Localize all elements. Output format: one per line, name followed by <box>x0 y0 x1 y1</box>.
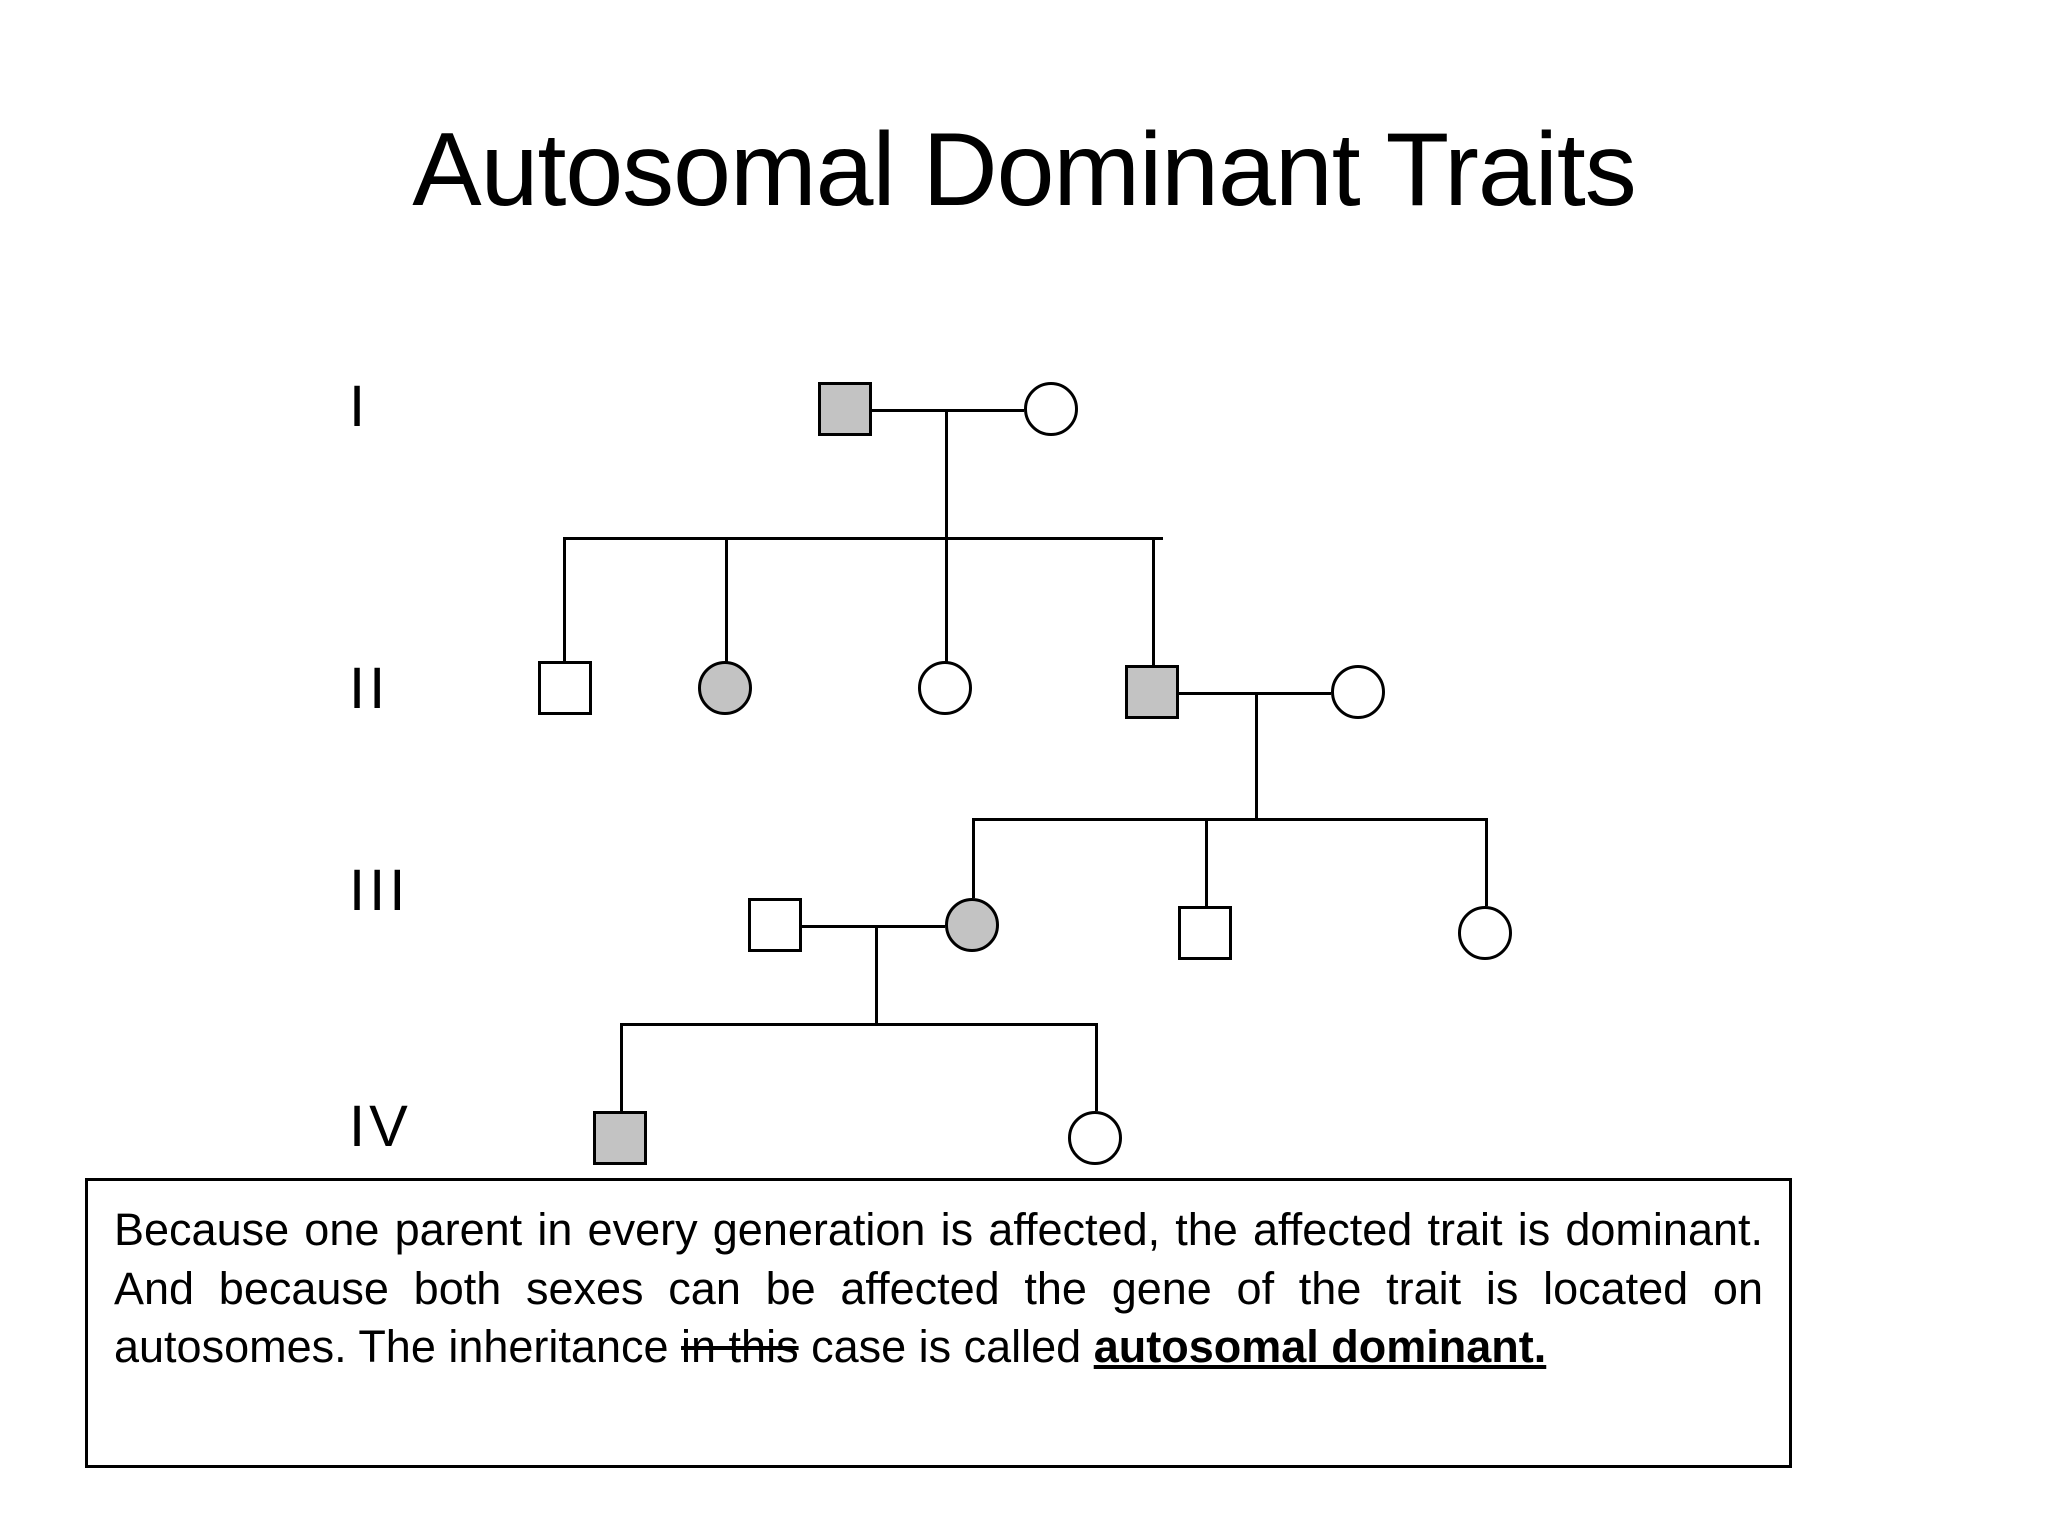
sibship-bar-gen3 <box>972 818 1485 821</box>
individual-II-4-affected-male[interactable] <box>1125 665 1179 719</box>
descent-line-gen1-to-gen2 <box>945 409 948 537</box>
individual-II-1-unaffected-male[interactable] <box>538 661 592 715</box>
individual-IV-1-affected-male[interactable] <box>593 1111 647 1165</box>
sibling-drop-IV-1 <box>620 1023 623 1111</box>
sibling-drop-III-2 <box>972 818 975 898</box>
sibship-bar-gen2 <box>563 537 1163 540</box>
sibling-drop-II-1 <box>563 537 566 687</box>
sibling-drop-III-3 <box>1205 818 1208 906</box>
descent-line-gen2-to-gen3 <box>1255 692 1258 818</box>
individual-I-1-affected-male[interactable] <box>818 382 872 436</box>
individual-III-3-unaffected-male[interactable] <box>1178 906 1232 960</box>
generation-label-1: I <box>349 374 370 439</box>
caption-part-2: case is called <box>798 1321 1094 1372</box>
individual-II-5-unaffected-female[interactable] <box>1331 665 1385 719</box>
sibship-bar-gen4 <box>620 1023 1095 1026</box>
individual-IV-2-unaffected-female[interactable] <box>1068 1111 1122 1165</box>
individual-I-2-unaffected-female[interactable] <box>1024 382 1078 436</box>
individual-II-3-unaffected-female[interactable] <box>918 661 972 715</box>
individual-III-4-unaffected-female[interactable] <box>1458 906 1512 960</box>
sibling-drop-II-3 <box>945 537 948 687</box>
sibling-drop-II-4 <box>1152 537 1155 665</box>
generation-label-4: IV <box>349 1094 412 1159</box>
sibling-drop-III-4 <box>1485 818 1488 906</box>
descent-line-gen3-to-gen4 <box>875 925 878 1023</box>
caption-struck-text: in this <box>681 1321 799 1372</box>
mating-line-I <box>872 409 1024 412</box>
mating-line-III <box>802 925 945 928</box>
caption-box: Because one parent in every generation i… <box>85 1178 1792 1468</box>
page-title: Autosomal Dominant Traits <box>412 112 1637 228</box>
caption-text: Because one parent in every generation i… <box>114 1201 1763 1377</box>
individual-II-2-affected-female[interactable] <box>698 661 752 715</box>
generation-label-2: II <box>349 656 390 721</box>
caption-part-1: Because one parent in every generation i… <box>114 1204 1763 1372</box>
generation-label-3: III <box>349 858 410 923</box>
caption-emphasis: autosomal dominant. <box>1093 1321 1547 1372</box>
sibling-drop-II-2 <box>725 537 728 687</box>
individual-III-1-unaffected-male[interactable] <box>748 898 802 952</box>
sibling-drop-IV-2 <box>1095 1023 1098 1111</box>
individual-III-2-affected-female[interactable] <box>945 898 999 952</box>
